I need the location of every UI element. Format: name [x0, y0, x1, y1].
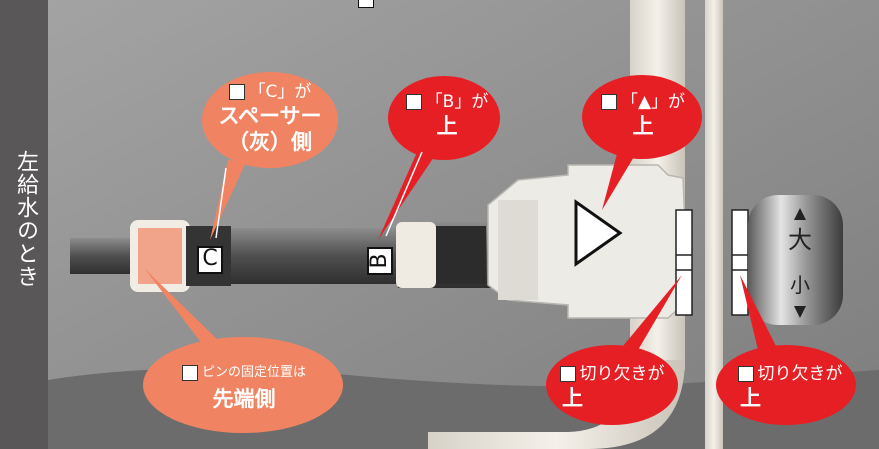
- callout-notch-right-line2: 上: [740, 386, 761, 410]
- svg-text:小: 小: [790, 273, 810, 297]
- checkbox-icon: [358, 0, 374, 8]
- callout-b-line1: 「B」が: [425, 92, 489, 112]
- callout-notch-left-line1: 切り欠きが: [579, 364, 665, 384]
- callout-c-line1: 「C」が: [248, 82, 312, 102]
- callout-c-text: 「C」が スペーサー （灰）側: [204, 82, 336, 155]
- callout-b-line2: 上: [436, 114, 458, 138]
- triangle-mark-icon: [574, 199, 623, 267]
- callout-bubble-notch-left: [546, 345, 678, 425]
- side-bar: 左給水のとき: [0, 0, 48, 449]
- callout-pin-text: ピンの固定位置は 先端側: [148, 364, 340, 412]
- callout-pin-line2: 先端側: [212, 387, 276, 411]
- checkbox-icon: [737, 366, 754, 382]
- callout-triangle-line2: 上: [632, 114, 654, 138]
- callout-notch-left-text: 切り欠きが 上: [548, 364, 676, 411]
- callout-notch-right-line1: 切り欠きが: [757, 364, 843, 384]
- part-mark-b: B: [367, 247, 393, 275]
- callout-pin-line1: ピンの固定位置は: [201, 365, 306, 380]
- callout-b-text: 「B」が 上: [392, 92, 502, 139]
- callout-bubble-notch-right: [716, 345, 856, 425]
- callout-notch-right-text: 切り欠きが 上: [722, 364, 858, 411]
- side-label: 左給水のとき: [13, 150, 38, 288]
- part-mark-c: C: [197, 246, 223, 274]
- checkbox-icon: [559, 366, 576, 382]
- callout-c-line3: （灰）側: [228, 130, 312, 154]
- checkbox-icon: [405, 94, 422, 110]
- callout-c-line2: スペーサー: [218, 104, 322, 128]
- checkbox-icon: [181, 364, 198, 381]
- svg-text:大: 大: [788, 226, 812, 254]
- callout-triangle-line1: 「▲」が: [620, 92, 686, 112]
- checkbox-icon: [600, 94, 617, 110]
- callout-triangle-text: 「▲」が 上: [584, 92, 702, 139]
- checkbox-icon: [228, 84, 245, 100]
- callout-notch-left-line2: 上: [562, 386, 583, 410]
- callout-bubble-pin: [143, 337, 343, 433]
